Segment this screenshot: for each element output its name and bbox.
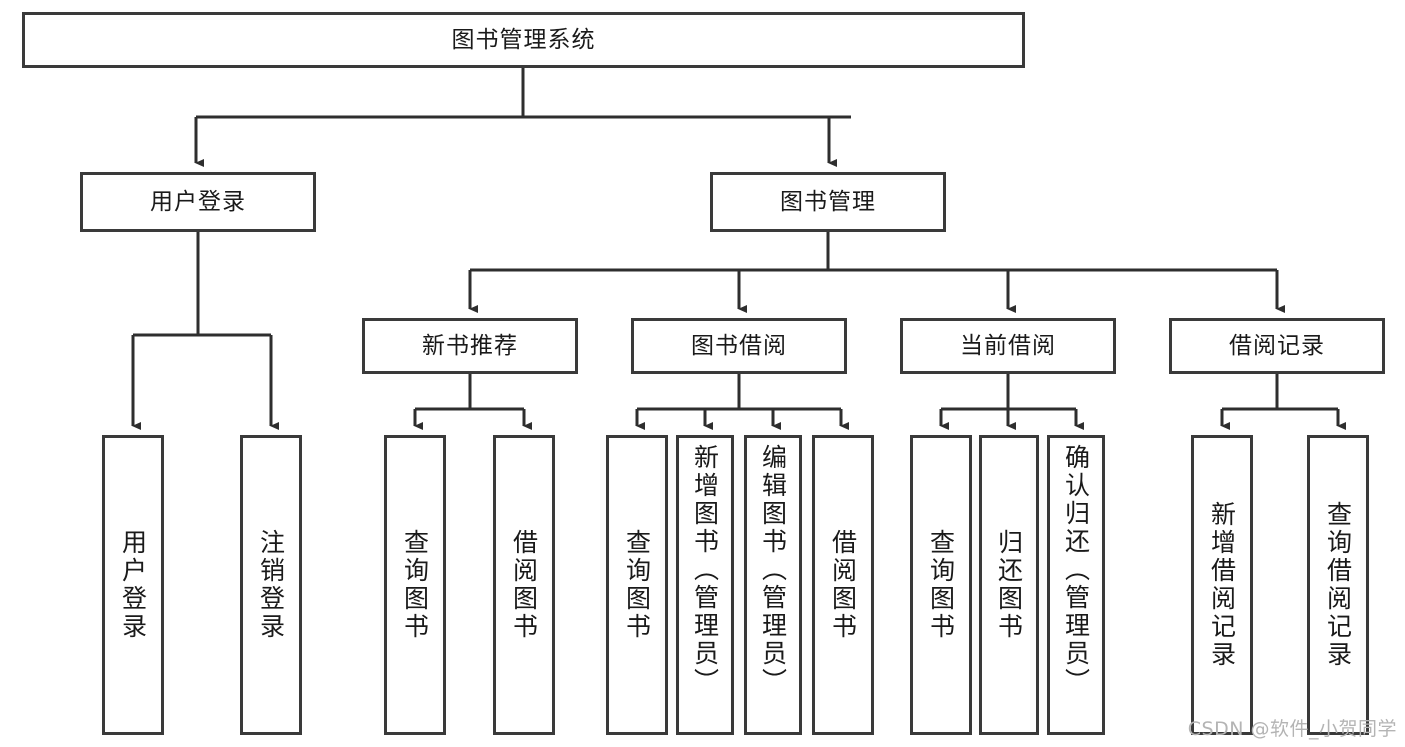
leaf-current-confirm-return[interactable]: 确认归还（管理员） (1047, 435, 1105, 735)
node-book-management[interactable]: 图书管理 (710, 172, 946, 232)
leaf-borrow-edit-book[interactable]: 编辑图书（管理员） (744, 435, 802, 735)
node-label: 新书推荐 (422, 332, 518, 359)
leaf-current-return[interactable]: 归还图书 (979, 435, 1039, 735)
node-label: 当前借阅 (960, 332, 1056, 359)
node-label: 借阅图书 (509, 529, 539, 641)
node-label: 借阅图书 (828, 529, 858, 641)
leaf-current-query[interactable]: 查询图书 (910, 435, 972, 735)
node-label: 新增图书（管理员） (690, 444, 720, 696)
node-label: 查询图书 (400, 529, 430, 641)
node-label: 注销登录 (256, 529, 286, 641)
leaf-user-login-signout[interactable]: 注销登录 (240, 435, 302, 735)
node-label: 查询图书 (926, 529, 956, 641)
node-label: 图书管理系统 (451, 26, 596, 53)
node-new-book-recommend[interactable]: 新书推荐 (362, 318, 578, 374)
node-current-borrow[interactable]: 当前借阅 (900, 318, 1116, 374)
leaf-borrow-borrow-book[interactable]: 借阅图书 (812, 435, 874, 735)
leaf-record-add[interactable]: 新增借阅记录 (1191, 435, 1253, 735)
node-label: 查询借阅记录 (1323, 501, 1353, 669)
node-label: 用户登录 (150, 188, 246, 215)
node-label: 查询图书 (622, 529, 652, 641)
node-label: 图书借阅 (691, 332, 787, 359)
leaf-new-book-borrow[interactable]: 借阅图书 (493, 435, 555, 735)
node-user-login[interactable]: 用户登录 (80, 172, 316, 232)
node-root-system[interactable]: 图书管理系统 (22, 12, 1025, 68)
leaf-user-login-signin[interactable]: 用户登录 (102, 435, 164, 735)
node-label: 图书管理 (780, 188, 876, 215)
leaf-record-query[interactable]: 查询借阅记录 (1307, 435, 1369, 735)
csdn-watermark: CSDN @软件_小贺同学 (1187, 718, 1397, 740)
node-label: 新增借阅记录 (1207, 501, 1237, 669)
node-book-borrow[interactable]: 图书借阅 (631, 318, 847, 374)
node-label: 编辑图书（管理员） (758, 444, 788, 696)
node-label: 确认归还（管理员） (1061, 444, 1091, 696)
node-label: 用户登录 (118, 529, 148, 641)
node-borrow-record[interactable]: 借阅记录 (1169, 318, 1385, 374)
node-label: 归还图书 (994, 529, 1024, 641)
leaf-borrow-query[interactable]: 查询图书 (606, 435, 668, 735)
leaf-new-book-query[interactable]: 查询图书 (384, 435, 446, 735)
leaf-borrow-add-book[interactable]: 新增图书（管理员） (676, 435, 734, 735)
node-label: 借阅记录 (1229, 332, 1325, 359)
